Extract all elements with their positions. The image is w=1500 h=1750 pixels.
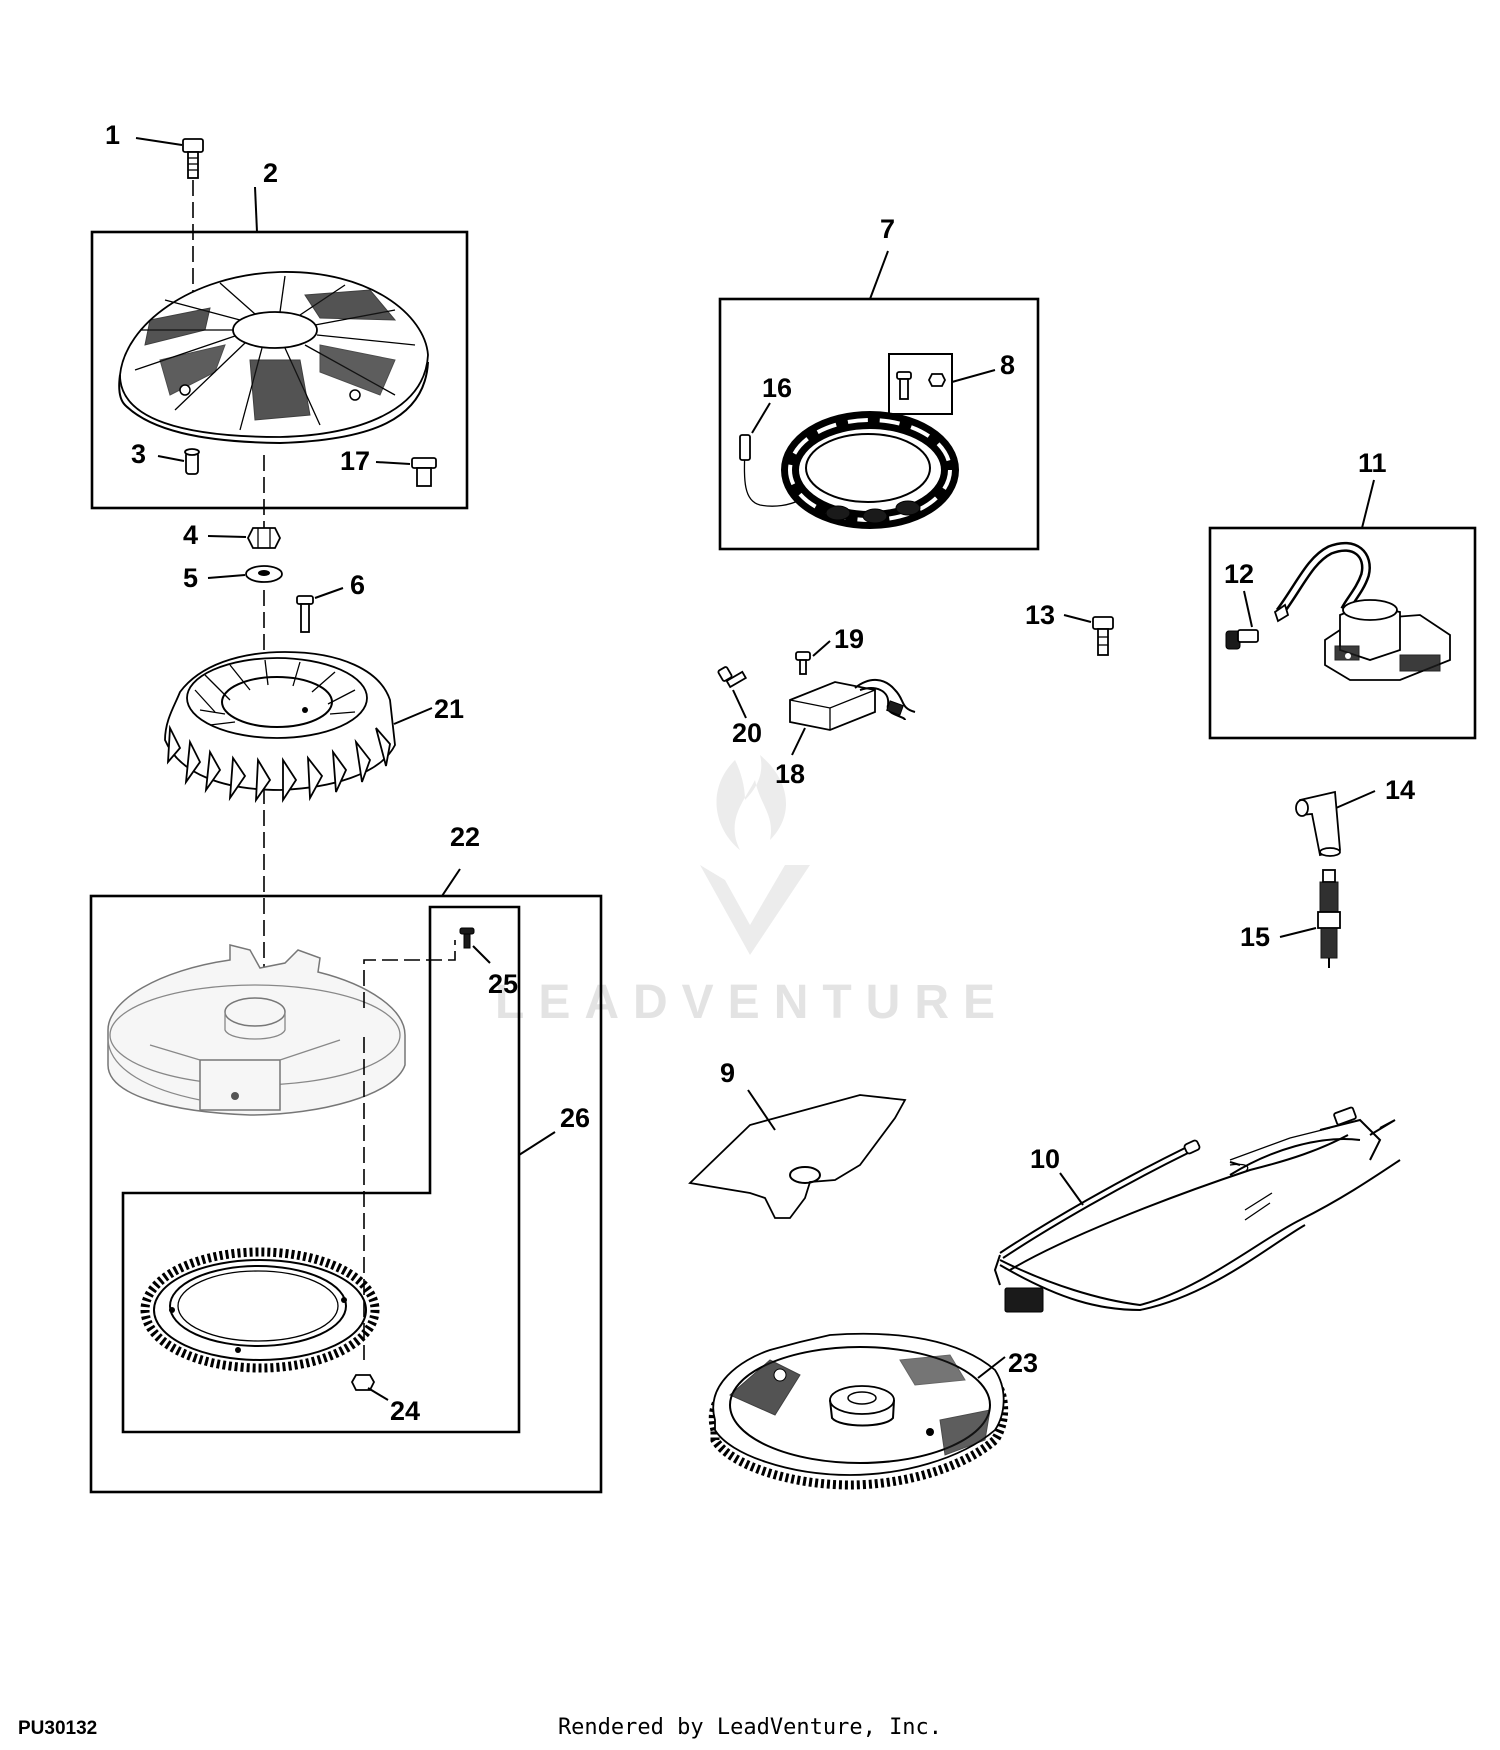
part-19-screw [795, 651, 811, 675]
part-2-blower-screen [118, 271, 429, 445]
callout-9: 9 [720, 1058, 735, 1088]
part-18-module [789, 679, 916, 731]
watermark-text: LEADVENTURE [495, 976, 1009, 1029]
leader-13 [1063, 614, 1092, 623]
leader-4 [207, 535, 247, 538]
callout-8: 8 [1000, 350, 1015, 380]
callout-2: 2 [263, 158, 278, 188]
callout-6: 6 [350, 570, 365, 600]
callout-17: 17 [340, 446, 370, 476]
leader-14 [1335, 790, 1376, 809]
callout-25: 25 [488, 969, 518, 999]
callout-10: 10 [1030, 1144, 1060, 1174]
leader-6 [314, 587, 344, 599]
callout-4: 4 [183, 520, 198, 550]
callout-13: 13 [1025, 600, 1055, 630]
leader-11 [1361, 479, 1375, 529]
leader-16 [751, 402, 771, 434]
leader-9 [747, 1089, 776, 1131]
box-part-8 [888, 353, 953, 415]
callout-19: 19 [834, 624, 864, 654]
box-part-2 [90, 230, 469, 510]
callout-18: 18 [775, 759, 805, 789]
callout-7: 7 [880, 214, 895, 244]
part-12-connector [1225, 629, 1259, 650]
leader-18 [791, 727, 806, 756]
callout-16: 16 [762, 373, 792, 403]
part-6-screw [296, 595, 314, 633]
part-1-bolt [182, 138, 204, 179]
leader-19 [812, 640, 831, 657]
leader-3 [157, 455, 185, 462]
callout-21: 21 [434, 694, 464, 724]
callout-20: 20 [732, 718, 762, 748]
part-16-stator [739, 411, 959, 529]
part-10-wire-harness [993, 1106, 1401, 1313]
leader-2 [254, 186, 258, 233]
part-5-washer [245, 565, 283, 583]
leader-20 [732, 689, 747, 719]
leader-23 [977, 1356, 1006, 1379]
part-15-spark-plug [1317, 869, 1341, 968]
part-24-ring-gear [140, 1247, 380, 1373]
leader-15 [1279, 927, 1317, 938]
footer-credit: Rendered by LeadVenture, Inc. [557, 1715, 943, 1740]
part-4-nut [246, 527, 282, 549]
callout-1: 1 [105, 120, 120, 150]
leader-1 [135, 137, 183, 146]
watermark: LEADVENTURE [495, 755, 1009, 1029]
box-part-22 [89, 894, 603, 1494]
part-9-gasket [688, 1094, 907, 1219]
leader-17 [375, 461, 411, 465]
box-part-7 [718, 297, 1040, 551]
part-23-flywheel [708, 1332, 1009, 1490]
leader-5 [207, 574, 246, 579]
leader-21 [393, 707, 433, 725]
callout-26: 26 [560, 1103, 590, 1133]
callout-11: 11 [1358, 448, 1387, 478]
callout-14: 14 [1385, 775, 1415, 805]
leader-7 [869, 250, 889, 300]
callout-5: 5 [183, 563, 198, 593]
leader-10 [1059, 1172, 1084, 1206]
part-14-spark-plug-boot [1295, 790, 1341, 857]
callout-15: 15 [1240, 922, 1270, 952]
diagram-id: PU30132 [18, 1718, 98, 1739]
leader-8 [951, 369, 996, 383]
part-24-nut [350, 1374, 376, 1391]
assembly-line [363, 940, 456, 1008]
leader-24 [367, 1387, 389, 1401]
leader-22 [441, 868, 461, 897]
part-22-flywheel [107, 944, 406, 1116]
part-20-screw [717, 666, 748, 689]
leader-12 [1243, 590, 1253, 628]
part-25-screw [459, 927, 475, 949]
part-3-pin [184, 448, 200, 475]
part-11-ignition-coil [1273, 541, 1451, 681]
leader-25 [472, 945, 491, 964]
part-21-fan [164, 651, 396, 804]
part-13-screw [1092, 616, 1114, 656]
callout-23: 23 [1008, 1348, 1038, 1378]
box-part-11 [1208, 526, 1477, 740]
callout-3: 3 [131, 439, 146, 469]
callout-12: 12 [1224, 559, 1254, 589]
leader-26 [518, 1131, 556, 1156]
box-part-26 [121, 905, 521, 1434]
callout-24: 24 [390, 1396, 420, 1426]
callout-22: 22 [450, 822, 480, 852]
part-8-hardware [896, 371, 947, 400]
part-17-screw [411, 457, 437, 487]
